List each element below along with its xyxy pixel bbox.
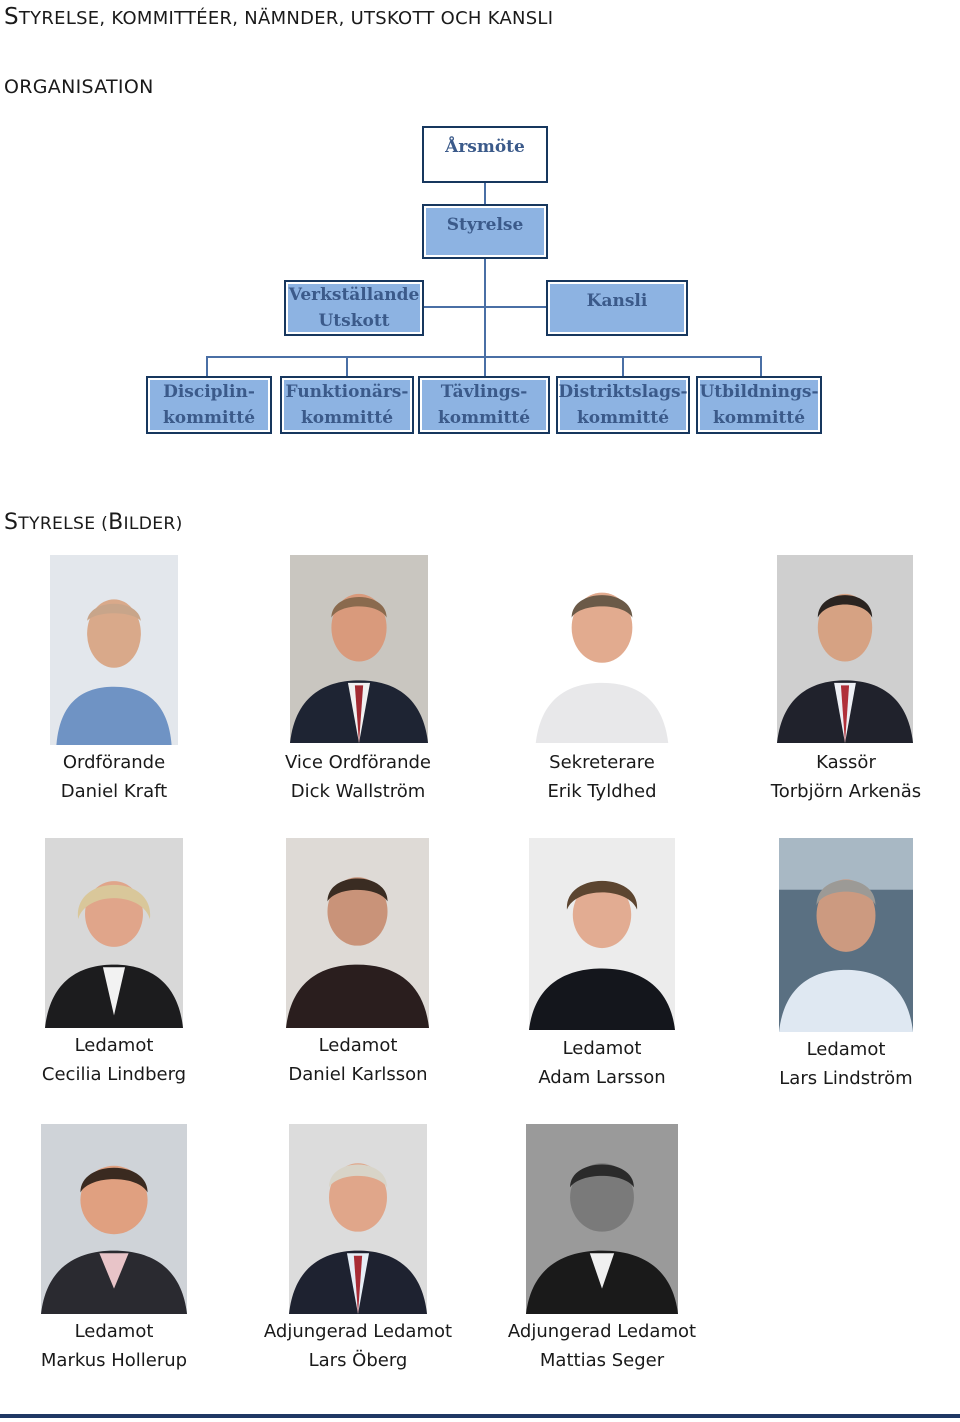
page-title: STYRELSE, KOMMITTÉER, NÄMNDER, UTSKOTT O…	[4, 4, 553, 30]
member-role: Ledamot	[562, 1038, 642, 1059]
member-name: Lars Lindström	[779, 1068, 913, 1089]
portrait-photo	[533, 555, 671, 743]
member-caption: Ledamot Adam Larsson	[482, 1034, 722, 1092]
portrait-photo	[289, 1124, 427, 1314]
member-name: Erik Tyldhed	[547, 781, 657, 802]
member-name: Markus Hollerup	[40, 1350, 188, 1371]
member-role: Vice Ordförande	[285, 752, 431, 773]
member-name: Cecilia Lindberg	[41, 1064, 187, 1085]
member-name: Lars Öberg	[308, 1350, 408, 1371]
person-silhouette-icon	[779, 838, 913, 1032]
member-caption: Ordförande Daniel Kraft	[0, 748, 234, 806]
connector	[484, 182, 486, 206]
connector	[760, 356, 762, 378]
person-silhouette-icon	[526, 1124, 678, 1314]
member-name: Mattias Seger	[539, 1350, 665, 1371]
org-box-utbildningskommitte: Utbildnings- kommitté	[696, 376, 822, 434]
person-silhouette-icon	[50, 555, 178, 745]
connector	[346, 356, 348, 378]
person-silhouette-icon	[41, 1124, 187, 1314]
board-heading-part: ILDER)	[123, 514, 183, 534]
board-heading-part: B	[108, 510, 124, 535]
member-name: Daniel Kraft	[60, 781, 168, 802]
member-caption: Adjungerad Ledamot Lars Öberg	[238, 1317, 478, 1375]
member-role: Adjungerad Ledamot	[507, 1321, 697, 1342]
member-role: Ledamot	[318, 1035, 398, 1056]
member-role: Ledamot	[74, 1321, 154, 1342]
portrait-photo	[777, 555, 913, 743]
organisation-heading-text: ORGANISATION	[4, 76, 154, 98]
person-silhouette-icon	[529, 838, 675, 1030]
board-heading-part: TYRELSE (	[18, 514, 109, 534]
org-box-styrelse: Styrelse	[422, 204, 548, 259]
member-caption: Sekreterare Erik Tyldhed	[482, 748, 722, 806]
title-rest: TYRELSE, KOMMITTÉER, NÄMNDER, UTSKOTT OC…	[18, 8, 554, 29]
member-name: Adam Larsson	[538, 1067, 666, 1088]
org-box-funktionarskommitte: Funktionärs- kommitté	[280, 376, 414, 434]
portrait-photo	[41, 1124, 187, 1314]
portrait-photo	[526, 1124, 678, 1314]
org-box-distriktslagskommitte: Distriktslags- kommitté	[556, 376, 690, 434]
portrait-photo	[286, 838, 429, 1028]
member-caption: Ledamot Cecilia Lindberg	[0, 1031, 234, 1089]
person-silhouette-icon	[286, 838, 429, 1028]
member-role: Sekreterare	[549, 752, 655, 773]
member-role: Ordförande	[62, 752, 166, 773]
member-caption: Vice Ordförande Dick Wallström	[238, 748, 478, 806]
member-role: Ledamot	[806, 1039, 886, 1060]
org-box-tavlingskommitte: Tävlings- kommitté	[418, 376, 550, 434]
connector	[622, 356, 624, 378]
portrait-photo	[529, 838, 675, 1030]
person-silhouette-icon	[289, 1124, 427, 1314]
connector	[206, 356, 208, 378]
person-silhouette-icon	[533, 555, 671, 743]
organisation-chart: Årsmöte Styrelse Verkställande Utskott K…	[0, 0, 960, 460]
member-caption: Adjungerad Ledamot Mattias Seger	[482, 1317, 722, 1375]
person-silhouette-icon	[777, 555, 913, 743]
org-box-kansli: Kansli	[546, 280, 688, 336]
org-box-arsmote: Årsmöte	[422, 126, 548, 183]
title-initial: S	[4, 4, 19, 30]
portrait-photo	[50, 555, 178, 745]
connector	[422, 306, 546, 308]
board-heading-part: S	[4, 510, 19, 535]
member-role: Kassör	[816, 752, 876, 773]
member-caption: Ledamot Markus Hollerup	[0, 1317, 234, 1375]
member-caption: Ledamot Daniel Karlsson	[238, 1031, 478, 1089]
org-box-verkstallande-utskott: Verkställande Utskott	[284, 280, 424, 336]
board-heading: STYRELSE (BILDER)	[4, 510, 183, 535]
member-role: Ledamot	[74, 1035, 154, 1056]
org-box-disciplinkommitte: Disciplin- kommitté	[146, 376, 272, 434]
connector	[484, 258, 486, 358]
member-name: Daniel Karlsson	[288, 1064, 428, 1085]
portrait-photo	[779, 838, 913, 1032]
member-name: Dick Wallström	[290, 781, 426, 802]
organisation-heading: ORGANISATION	[4, 76, 154, 98]
connector	[484, 356, 486, 378]
person-silhouette-icon	[45, 838, 183, 1028]
member-caption: Kassör Torbjörn Arkenäs	[726, 748, 960, 806]
portrait-photo	[45, 838, 183, 1028]
member-name: Torbjörn Arkenäs	[770, 781, 922, 802]
portrait-photo	[290, 555, 428, 743]
footer-divider	[0, 1414, 960, 1418]
person-silhouette-icon	[290, 555, 428, 743]
member-role: Adjungerad Ledamot	[263, 1321, 453, 1342]
member-caption: Ledamot Lars Lindström	[726, 1035, 960, 1093]
